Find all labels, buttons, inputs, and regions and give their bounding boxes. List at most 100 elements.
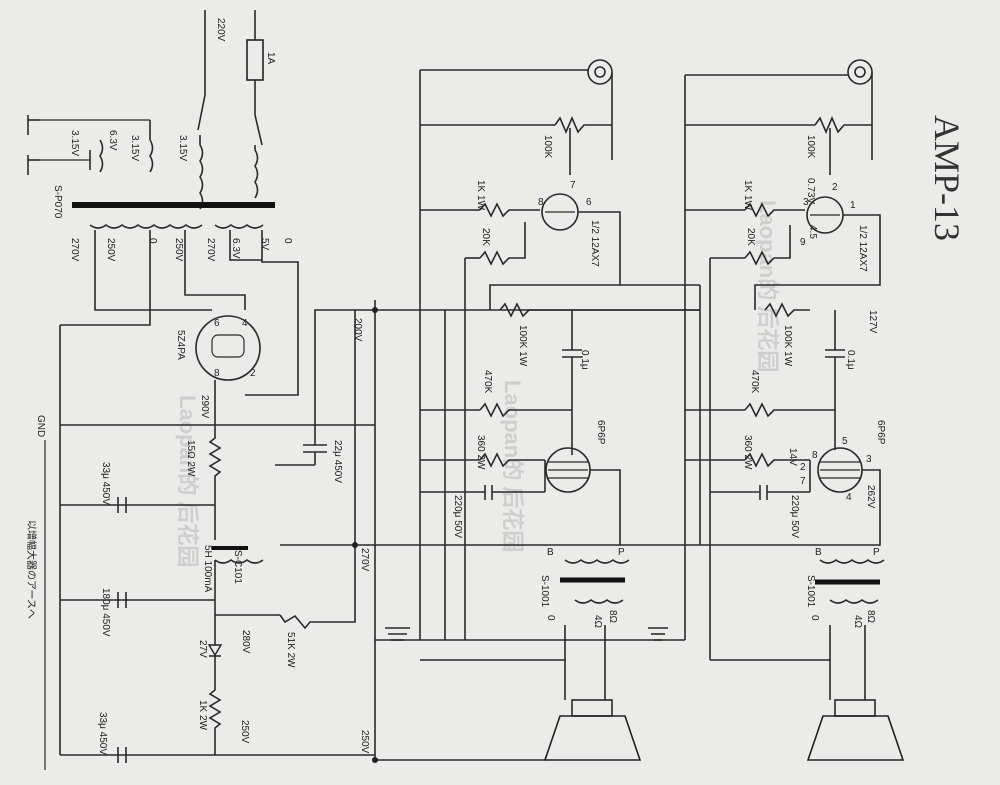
resistor-label: 1K 2W bbox=[197, 700, 208, 731]
output-transformer-left bbox=[560, 559, 630, 604]
capacitor-label: 0.1μ bbox=[845, 350, 856, 370]
title: AMP-13 bbox=[927, 115, 967, 241]
tap-label: 3.15V bbox=[69, 130, 80, 156]
tap-label: 3.15V bbox=[129, 135, 140, 161]
rails bbox=[375, 258, 711, 660]
pin-label: 7 bbox=[800, 476, 806, 487]
tap-label: 4Ω bbox=[852, 615, 863, 629]
voltage-label: 0.73V bbox=[805, 178, 816, 204]
rectifier-tube: 6 4 8 2 bbox=[195, 315, 261, 381]
gnd-label: GND bbox=[35, 415, 46, 437]
tap-label: P bbox=[873, 547, 880, 558]
capacitor-label: 33μ 450V bbox=[100, 462, 111, 505]
capacitor-label: 220μ 50V bbox=[452, 495, 463, 538]
capacitor-label: 180μ 450V bbox=[100, 588, 111, 637]
pin-label: 8 bbox=[538, 197, 544, 208]
watermark: Laopan的 后花园 bbox=[755, 200, 780, 372]
pin-label: 4 bbox=[242, 318, 248, 329]
mains-label: 220V bbox=[215, 18, 226, 42]
channel-right: 100K 2 3 1 9 1/2 12AX7 0.73V 4.5 1K 1W 2… bbox=[648, 59, 905, 761]
fuse-label: 1A bbox=[265, 52, 276, 65]
pin-label: 8 bbox=[812, 450, 818, 461]
speaker-right bbox=[806, 699, 905, 761]
tap-label: B bbox=[815, 547, 822, 558]
tap-label: P bbox=[618, 547, 625, 558]
watermark: Laopan的 后花园 bbox=[175, 395, 200, 567]
choke-label: S-C101 bbox=[232, 550, 243, 584]
pin-label: 6 bbox=[214, 318, 220, 329]
speaker-left bbox=[543, 699, 642, 761]
voltage-label: 262V bbox=[865, 485, 876, 509]
tap-label: B bbox=[547, 547, 554, 558]
pot-label: 100K bbox=[805, 135, 816, 159]
voltage-label: 250V bbox=[359, 730, 370, 754]
resistor-label: 20K bbox=[745, 228, 756, 246]
resistor-label: 20K bbox=[480, 228, 491, 246]
pin-label: 8 bbox=[214, 368, 220, 379]
tap-label: 0 bbox=[147, 238, 158, 244]
resistor-label: 470K bbox=[749, 370, 760, 394]
pot-label: 100K bbox=[542, 135, 553, 159]
transformer-label: S-P070 bbox=[52, 185, 63, 219]
voltage-label: 127V bbox=[867, 310, 878, 334]
pin-label: 1 bbox=[850, 200, 856, 211]
resistor-label: 470K bbox=[482, 370, 493, 394]
capacitor-label: 33μ 450V bbox=[97, 712, 108, 755]
watermark: Laopan的 后花园 bbox=[500, 380, 525, 552]
output-transformer-right bbox=[815, 559, 885, 604]
voltage-label: 200V bbox=[352, 318, 363, 342]
tap-label: 270V bbox=[205, 238, 216, 262]
tap-label: 8Ω bbox=[607, 610, 618, 624]
resistor-label: 15Ω 2W bbox=[185, 440, 196, 477]
pin-label: 5 bbox=[842, 436, 848, 447]
resistor-label: 360 2W bbox=[475, 435, 486, 470]
tap-label: 270V bbox=[69, 238, 80, 262]
pin-label: 6 bbox=[586, 197, 592, 208]
pin-label: 4 bbox=[846, 492, 852, 503]
resistor-label: 100K 1W bbox=[782, 325, 793, 367]
tube-label: 1/2 12AX7 bbox=[857, 225, 868, 272]
tap-label: 8Ω bbox=[865, 610, 876, 624]
resistor-label: 1K 1W bbox=[742, 180, 753, 211]
pin-label: 9 bbox=[800, 237, 806, 248]
voltage-label: 270V bbox=[359, 548, 370, 572]
choke bbox=[212, 546, 264, 564]
transformer-label: S-1001 bbox=[805, 575, 816, 608]
ground-note: 以增幅大器のアースへ bbox=[25, 520, 38, 619]
pin-label: 2 bbox=[832, 182, 838, 193]
choke-spec-label: 5H 100mA bbox=[202, 545, 213, 593]
pin-label: 3 bbox=[866, 454, 872, 465]
resistor-label: 51K 2W bbox=[285, 632, 296, 668]
capacitor-label: 0.1μ bbox=[579, 350, 590, 370]
resistor-label: 360 2W bbox=[742, 435, 753, 470]
zener-label: 27V bbox=[197, 640, 208, 658]
resistor-label: 1K 1W bbox=[475, 180, 486, 211]
voltage-label: 290V bbox=[199, 395, 210, 419]
voltage-label: 280V bbox=[240, 630, 251, 654]
tap-label: 250V bbox=[173, 238, 184, 262]
tap-label: 3.15V bbox=[177, 135, 188, 161]
pin-label: 3 bbox=[803, 197, 809, 208]
tap-label: 4Ω bbox=[592, 615, 603, 629]
voltage-label: 4.5 bbox=[807, 225, 818, 239]
pin-label: 2 bbox=[250, 368, 256, 379]
tube-label: 6P6P bbox=[875, 420, 886, 445]
resistor-label: 100K 1W bbox=[517, 325, 528, 367]
tap-label: 6.3V bbox=[230, 238, 241, 259]
tap-label: 6.3V bbox=[107, 130, 118, 151]
capacitor-label: 22μ 450V bbox=[332, 440, 343, 483]
tube-label: 6P6P bbox=[595, 420, 606, 445]
voltage-label: 14V bbox=[787, 448, 798, 466]
tube-label: 1/2 12AX7 bbox=[589, 220, 600, 267]
tap-label: 5V bbox=[259, 238, 270, 251]
power-supply: 220V 1A 3.15V 3.15V 6.3V 3.15V S-P070 bbox=[25, 10, 700, 770]
ground-symbol bbox=[27, 115, 150, 175]
tap-label: 0 bbox=[545, 615, 556, 621]
channel-left: 100K 7 8 6 1/2 12AX7 1K 1W 20K 100K 1W 0… bbox=[385, 59, 642, 761]
pin-label: 7 bbox=[570, 180, 576, 191]
pin-label: 2 bbox=[800, 462, 806, 473]
tap-label: 250V bbox=[105, 238, 116, 262]
tap-label: 0 bbox=[282, 238, 293, 244]
rectifier-label: 5Z4PA bbox=[175, 330, 186, 360]
